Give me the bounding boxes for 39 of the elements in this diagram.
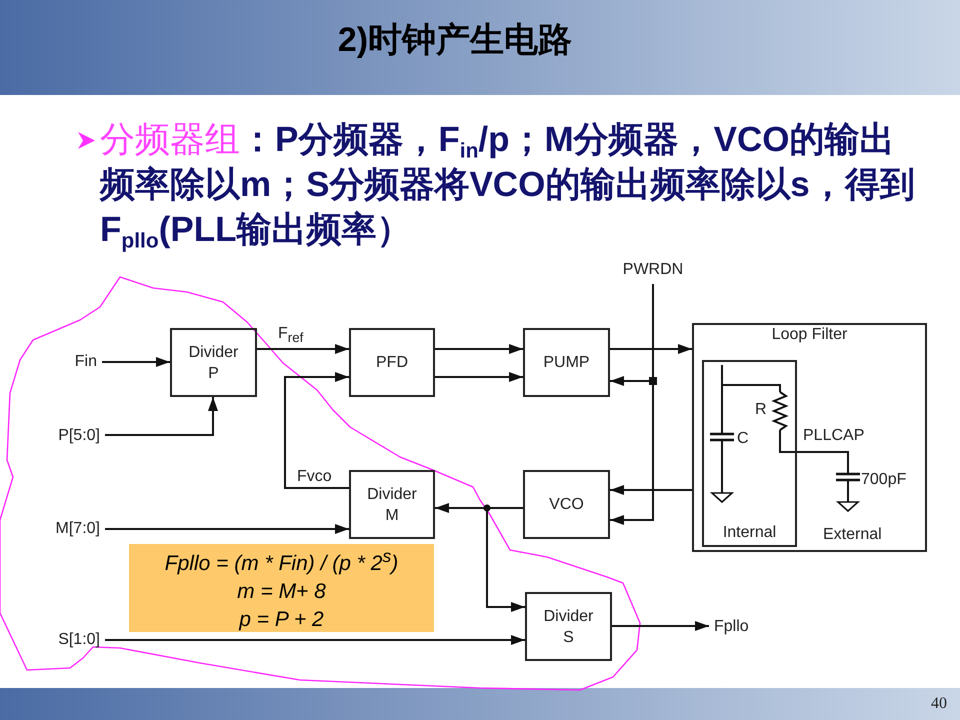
formula: p = P + 2 [239,607,324,633]
pin-name: PLLCAP [803,427,864,445]
filter-block [692,323,927,552]
block-title: Internal [722,524,776,542]
page-number: 40 [931,695,947,713]
arrow [105,397,218,436]
function-block: PUMP [523,328,610,397]
signal-name: S[1:0] [58,631,100,649]
signal-name: P[5:0] [58,427,100,445]
signal-name: Fpllo [714,618,749,636]
arrow [610,344,692,354]
arrow [284,372,349,489]
formula-panel [129,544,434,632]
arrow [435,344,523,354]
bullet-paragraph: 分频器组：P分频器，F$_{in}$/p；M分频器，VCO的输出频率除以m；S分频器将VCO的输出频率除以s，得到F$_{pllo}$(PLL输出频率） [100,119,916,252]
function-block: Divider S [525,592,612,661]
arrow [257,344,349,354]
arrow [612,621,709,631]
signal-name: M[7:0] [56,520,100,538]
arrow [435,372,523,382]
function-block: Divider P [170,328,257,397]
function-block: Divider M [349,470,435,539]
signal-name: PWRDN [622,261,684,279]
slide-title: 2)时钟产生电路 [338,20,572,60]
component-label: C [737,430,749,448]
filter-block [702,360,797,547]
value-label: 700pF [861,471,906,489]
arrow [610,485,692,495]
arrow [102,357,170,367]
signal-name: Fin [74,353,97,371]
arrow [105,524,349,534]
function-block: VCO [523,470,610,539]
block-title: Loop Filter [772,326,848,344]
area-label: External [823,526,882,544]
arrow [105,635,525,645]
component-label: R [755,401,767,419]
formula: m = M+ 8 [237,579,326,605]
function-block: PFD [349,328,435,397]
formula: Fpllo = (m * Fin) / (p * 2$^{s}$) [164,545,398,577]
